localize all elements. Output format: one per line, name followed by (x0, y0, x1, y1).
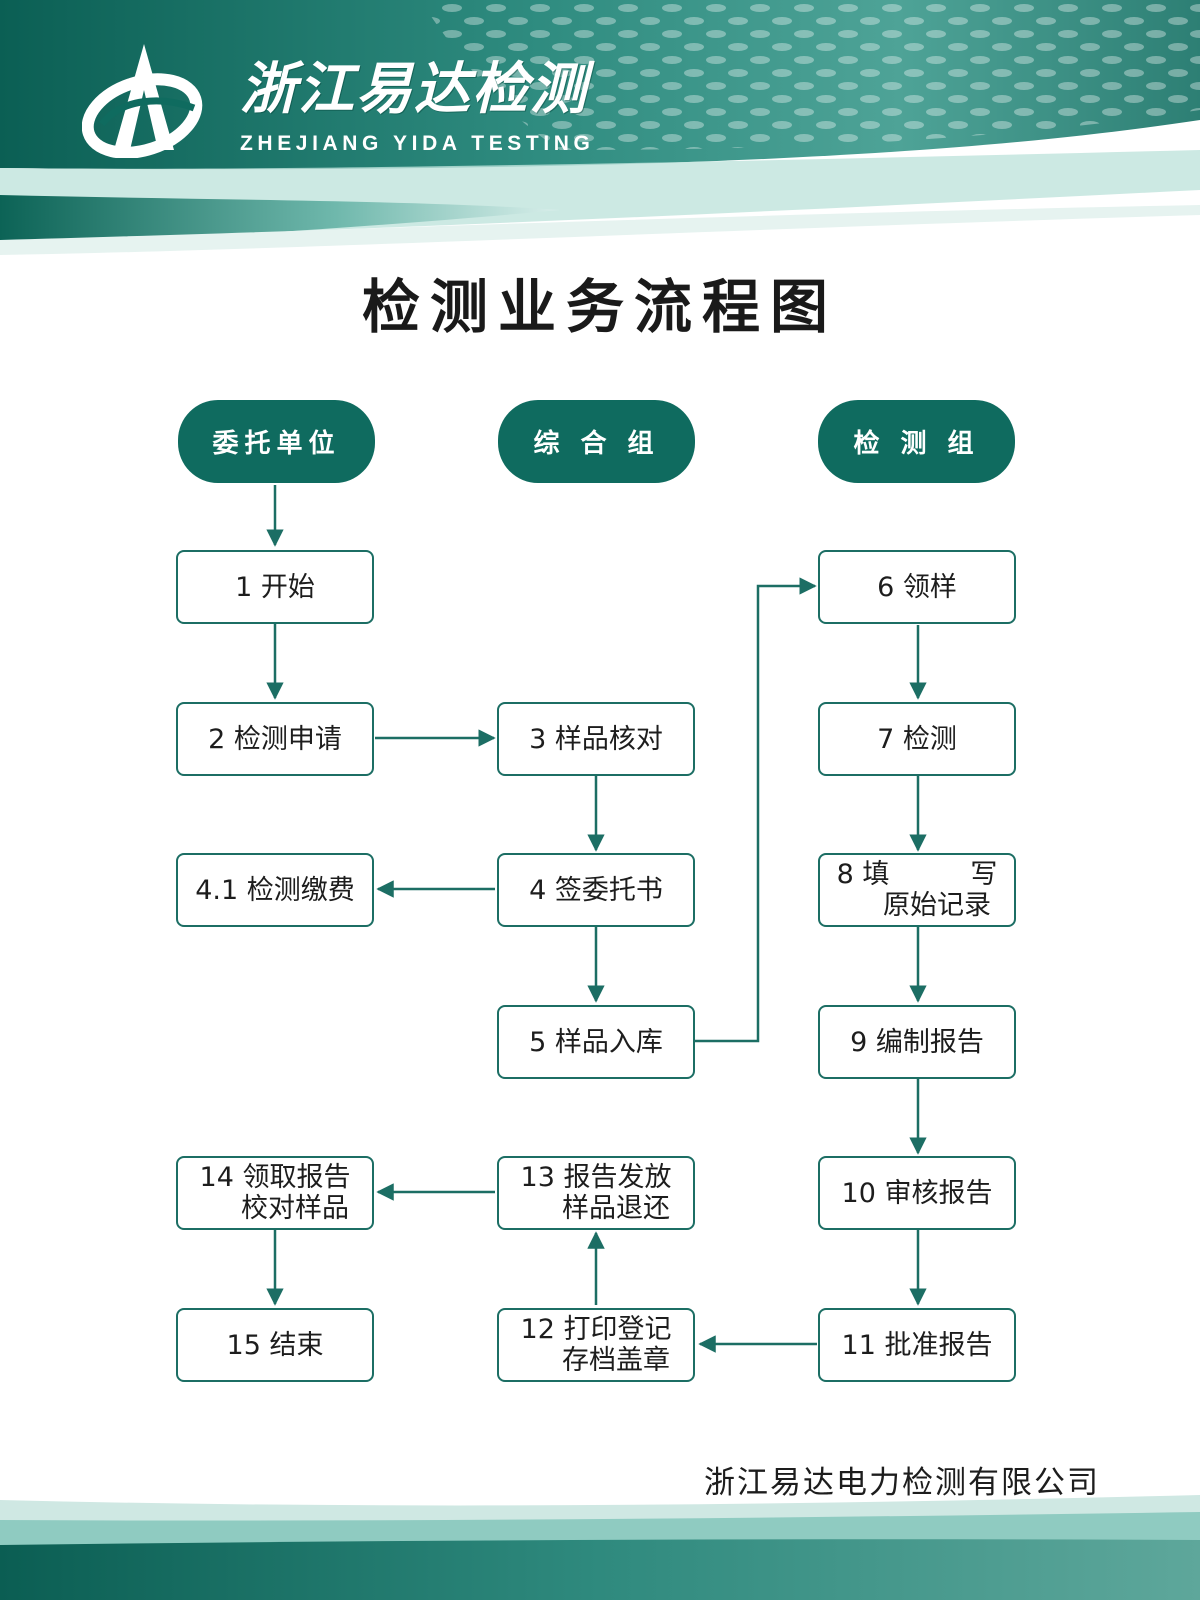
arrow-s5-to-s6 (695, 577, 817, 1043)
step-6-receive-sample: 6 领样 (818, 550, 1016, 624)
step-1-start: 1 开始 (176, 550, 374, 624)
step-label-line2: 样品退还 (562, 1193, 670, 1224)
page-title: 检测业务流程图 (361, 273, 838, 341)
step-label-line2: 校对样品 (241, 1193, 349, 1224)
step-4-sign-contract: 4 签委托书 (497, 853, 695, 927)
step-label: 11 批准报告 (841, 1329, 993, 1361)
brand-name-cn: 浙江易达检测 (240, 57, 588, 122)
step-3-sample-check: 3 样品核对 (497, 702, 695, 776)
step-label: 7 检测 (877, 723, 957, 755)
step-11-approve-report: 11 批准报告 (818, 1308, 1016, 1382)
step-14-collect-report: 14 领取报告 校对样品 (176, 1156, 374, 1230)
lane-header-general: 综 合 组 (498, 400, 695, 483)
step-label: 15 结束 (226, 1329, 324, 1361)
step-label-line1: 8 填 写 (836, 859, 998, 890)
step-label: 4.1 检测缴费 (195, 874, 355, 906)
step-label-line1: 12 打印登记 (520, 1314, 672, 1345)
step-label-line1: 13 报告发放 (520, 1162, 672, 1193)
step-label: 3 样品核对 (529, 723, 663, 755)
step-label: 4 签委托书 (529, 874, 663, 906)
step-label: 10 审核报告 (841, 1177, 993, 1209)
step-label: 2 检测申请 (208, 723, 342, 755)
step-label-line1: 14 领取报告 (199, 1162, 351, 1193)
step-5-sample-storage: 5 样品入库 (497, 1005, 695, 1079)
footer-company-name: 浙江易达电力检测有限公司 (704, 1465, 1100, 1501)
step-label: 9 编制报告 (850, 1026, 984, 1058)
step-10-review-report: 10 审核报告 (818, 1156, 1016, 1230)
lane-header-client: 委托单位 (178, 400, 375, 483)
step-13-report-release: 13 报告发放 样品退还 (497, 1156, 695, 1230)
brand-name-en: ZHEJIANG YIDA TESTING (240, 132, 595, 155)
step-4-1-test-payment: 4.1 检测缴费 (176, 853, 374, 927)
step-7-testing: 7 检测 (818, 702, 1016, 776)
step-label: 5 样品入库 (529, 1026, 663, 1058)
step-2-test-application: 2 检测申请 (176, 702, 374, 776)
step-15-end: 15 结束 (176, 1308, 374, 1382)
step-label: 1 开始 (235, 571, 315, 603)
step-label: 6 领样 (877, 571, 957, 603)
step-9-compile-report: 9 编制报告 (818, 1005, 1016, 1079)
step-label-line2: 原始记录 (883, 890, 991, 921)
step-8-fill-record: 8 填 写 原始记录 (818, 853, 1016, 927)
yida-logo-icon (82, 44, 203, 158)
step-12-print-register: 12 打印登记 存档盖章 (497, 1308, 695, 1382)
lane-header-testing: 检 测 组 (818, 400, 1015, 483)
step-label-line2: 存档盖章 (562, 1345, 670, 1376)
